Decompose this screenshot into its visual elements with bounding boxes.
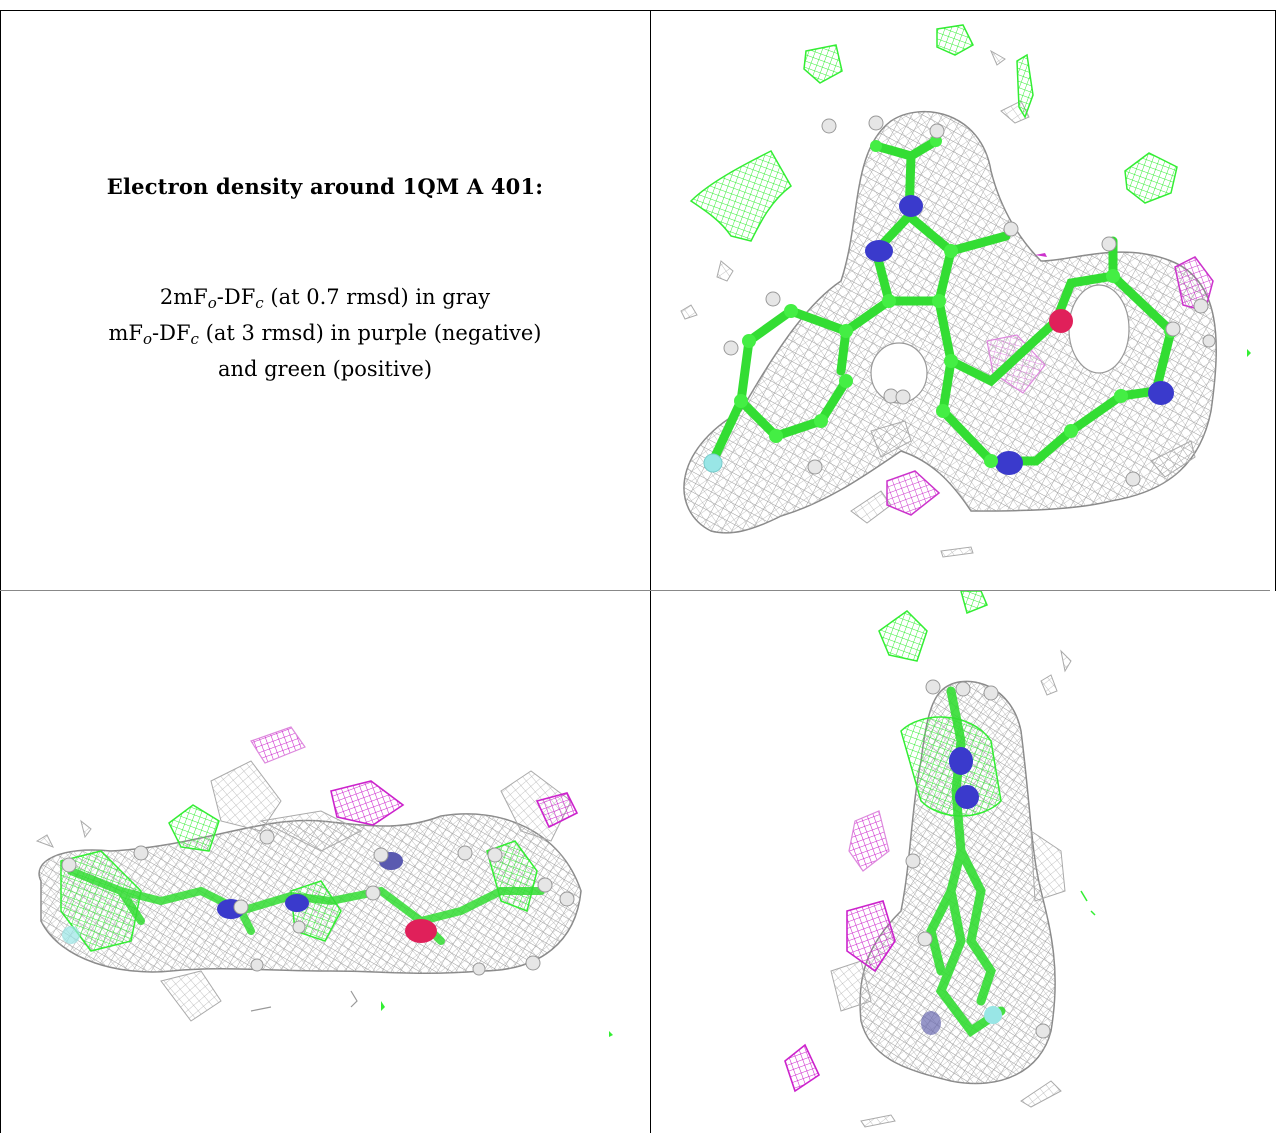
- density-negative-mesh-side: [250, 726, 579, 829]
- view-bottom-left: [1, 591, 650, 1133]
- caption-line-colors: and green (positive): [217, 357, 433, 381]
- density-view-top: [680, 24, 1251, 558]
- caption-line-2fofc: 2mFo-DFc (at 0.7 rmsd) in gray: [159, 285, 491, 312]
- caption-title: Electron density around 1QM A 401:: [106, 174, 544, 199]
- view-bottom-right: [651, 591, 1276, 1133]
- density-positive-mesh: [689, 24, 1251, 357]
- view-top-right: [651, 11, 1275, 590]
- table-center-divider: [650, 10, 651, 1133]
- table-row-divider: [0, 590, 1270, 591]
- table-top-border: [0, 10, 1276, 11]
- caption-cell: Electron density around 1QM A 401: 2mFo-…: [0, 0, 650, 590]
- density-view-side: [35, 726, 613, 1037]
- ligand-atoms-end: [905, 679, 1051, 1039]
- density-view-end: [784, 591, 1096, 1128]
- ligand-atoms-side: [61, 829, 575, 976]
- caption-line-fofc: mFo-DFc (at 3 rmsd) in purple (negative): [108, 321, 542, 348]
- table-left-border: [0, 10, 1, 1133]
- ligand-atoms: [703, 115, 1216, 487]
- density-negative-mesh-end: [784, 810, 896, 1093]
